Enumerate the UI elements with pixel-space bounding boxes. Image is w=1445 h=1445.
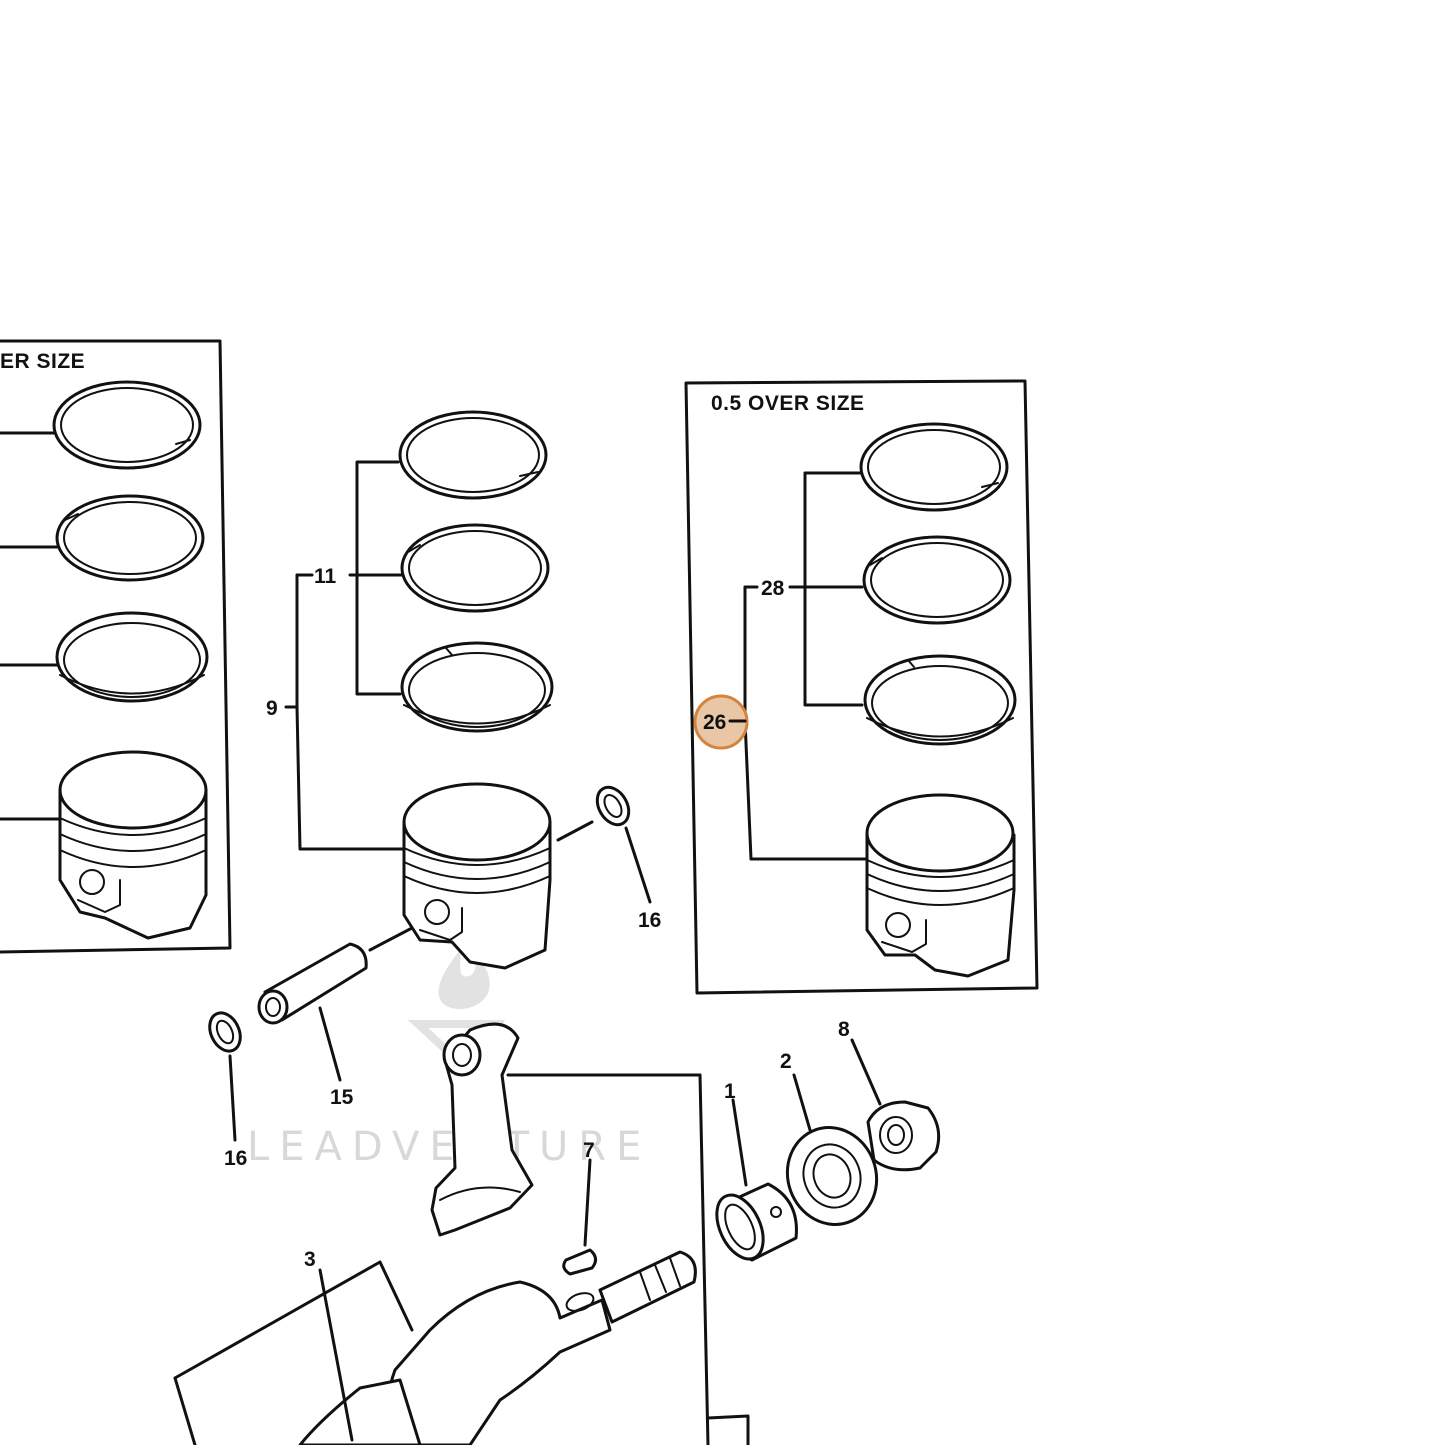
callout-7[interactable]: 7 [583,1139,595,1162]
bearing [715,1098,798,1262]
middle-ring-3 [400,641,554,733]
callout-1[interactable]: 1 [724,1080,736,1103]
left-ring-1 [52,380,202,470]
left-ring-2 [55,494,205,582]
right-ring-1 [859,422,1009,512]
watermark-text: LEADVENTURE [247,1124,651,1170]
piston-pin [257,942,368,1025]
callout-16-lower[interactable]: 16 [224,1147,247,1170]
right-oversize-box: 0.5 OVER SIZE [684,379,1039,995]
callout-3[interactable]: 3 [304,1248,316,1271]
circlip-left [208,1011,242,1053]
left-ring-3 [55,611,209,703]
callout-8[interactable]: 8 [838,1018,850,1041]
collar [850,1038,941,1172]
right-ring-3 [863,654,1017,746]
woodruff-key [562,1158,597,1276]
middle-ring-1 [398,410,548,500]
left-oversize-box: ER SIZE [0,339,232,954]
callout-16-upper[interactable]: 16 [638,909,661,932]
callout-15[interactable]: 15 [330,1086,354,1109]
callout-2[interactable]: 2 [780,1050,792,1073]
callout-9[interactable]: 9 [266,697,278,720]
middle-piston-assembly [208,410,652,1142]
circlip-right [595,785,631,827]
left-box-title: ER SIZE [0,350,85,373]
right-piston [865,793,1016,978]
middle-piston [402,782,552,970]
callout-28[interactable]: 28 [761,577,785,600]
right-ring-2 [862,535,1012,625]
right-box-title: 0.5 OVER SIZE [711,392,865,415]
left-piston [58,750,208,940]
connecting-rod [430,1022,710,1445]
callout-11[interactable]: 11 [314,565,337,588]
highlight-callout-26[interactable] [693,694,749,750]
crankshaft [173,1250,750,1445]
callout-26[interactable]: 26 [703,711,726,734]
middle-ring-2 [400,523,550,613]
